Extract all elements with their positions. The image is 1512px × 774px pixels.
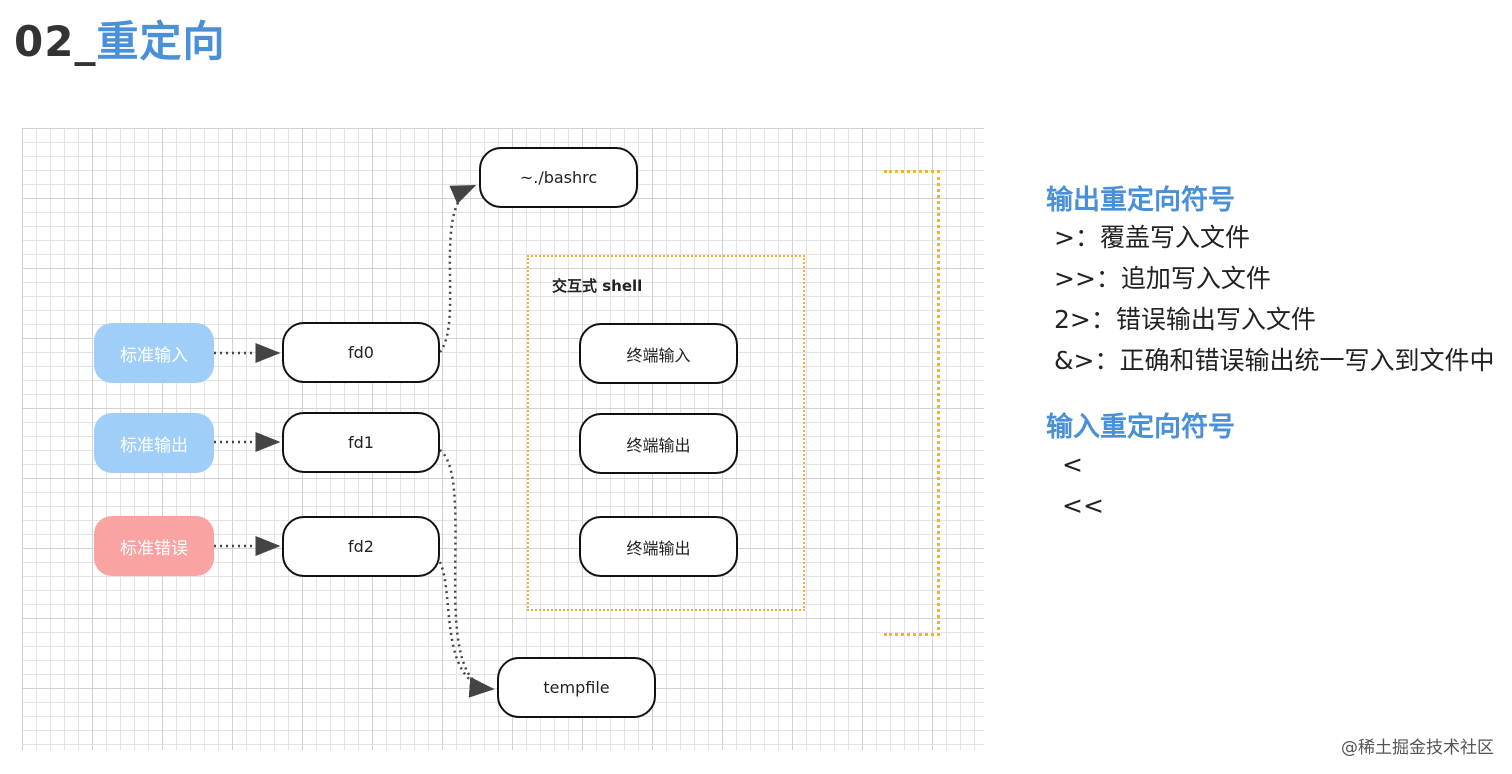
shell-frame bbox=[527, 255, 805, 611]
terminal-output-node: 终端输出 bbox=[579, 516, 738, 577]
fd1-node: fd1 bbox=[282, 412, 440, 473]
stdin-node: 标准输入 bbox=[94, 323, 214, 383]
terminal-input-node: 终端输入 bbox=[579, 323, 738, 384]
redirection-panel: 输出重定向符号 >：覆盖写入文件 >>：追加写入文件 2>：错误输出写入文件 &… bbox=[1046, 178, 1512, 526]
tempfile-node: tempfile bbox=[497, 657, 656, 718]
input-item: < bbox=[1062, 450, 1083, 479]
output-item: >：覆盖写入文件 bbox=[1054, 223, 1250, 252]
title-text: 重定向 bbox=[96, 17, 226, 66]
page-title: 02_重定向 bbox=[14, 8, 225, 69]
shell-label: 交互式 shell bbox=[552, 277, 643, 295]
bashrc-node: ~./bashrc bbox=[479, 147, 638, 208]
stdout-node: 标准输出 bbox=[94, 413, 214, 473]
output-item: 2>：错误输出写入文件 bbox=[1054, 305, 1316, 334]
fd2-node: fd2 bbox=[282, 516, 440, 577]
terminal-output-node: 终端输出 bbox=[579, 413, 738, 474]
dotted-bracket bbox=[884, 170, 940, 636]
input-item: << bbox=[1062, 491, 1104, 520]
arrow-fd2-tempfile bbox=[438, 561, 495, 697]
title-number: 02_ bbox=[14, 17, 97, 66]
output-heading: 输出重定向符号 bbox=[1046, 185, 1235, 216]
arrow-fd1-tempfile bbox=[439, 449, 495, 698]
stderr-node: 标准错误 bbox=[94, 516, 214, 576]
output-section: 输出重定向符号 >：覆盖写入文件 >>：追加写入文件 2>：错误输出写入文件 &… bbox=[1046, 178, 1512, 381]
arrow-fd0-bashrc bbox=[438, 184, 477, 353]
fd0-node: fd0 bbox=[282, 322, 440, 383]
output-item: >>：追加写入文件 bbox=[1054, 264, 1271, 293]
source-credit: @稀土掘金技术社区 bbox=[1341, 738, 1494, 758]
input-heading: 输入重定向符号 bbox=[1046, 412, 1235, 443]
output-item: &>：正确和错误输出统一写入到文件中 bbox=[1054, 346, 1495, 375]
input-section: 输入重定向符号 < << bbox=[1046, 405, 1512, 526]
